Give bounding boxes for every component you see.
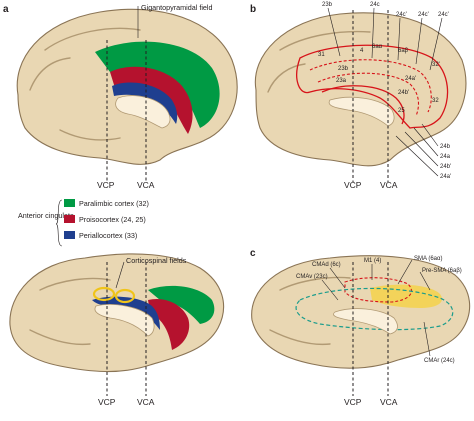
legend-swatch-paralimbic <box>64 199 75 207</box>
panel-c-vca-label: VCA <box>380 397 398 407</box>
legend-swatch-periallocortex <box>64 231 75 239</box>
panel-c-leader-cmav <box>321 279 339 301</box>
panel-b-brain <box>254 12 467 167</box>
panel-b-label-32-prime: 32' <box>432 62 440 68</box>
legend-group-label: Anterior cingulate <box>18 211 74 220</box>
panel-c-leader-pre-sma <box>419 271 431 291</box>
panel-c-label-cmav: CMAv (23c) <box>296 274 328 280</box>
panel-a-corticospinal-ellipse-2 <box>114 288 136 304</box>
panel-a-bottom: Corticospinal fields VCP VCA <box>9 253 225 407</box>
panel-a: a VCP VCA Gigantopyramidal field <box>3 3 238 190</box>
panel-c-cingulate-boundary <box>295 287 454 331</box>
panel-b-label-32: 32 <box>432 98 439 104</box>
panel-c-label-m1: M1 (4) <box>364 258 381 264</box>
panel-b-outer-boundary <box>296 44 449 129</box>
legend: Anterior cingulate Paralimbic cortex (32… <box>18 199 149 247</box>
panel-c-label-sma: SMA (6aα) <box>414 256 442 262</box>
legend-label-paralimbic: Paralimbic cortex (32) <box>79 199 149 208</box>
panel-a-periallocortex-region <box>112 82 178 124</box>
panel-b-mid-boundary-1 <box>309 59 432 113</box>
panel-a-gyrus-2 <box>29 57 71 91</box>
panel-a-bottom-proisocortex-region <box>148 298 190 350</box>
panel-b-top-label-24c-prime-1: 24c' <box>396 12 407 18</box>
panel-a-gyrus-3 <box>59 129 121 141</box>
panel-b-top-label-23b: 23b <box>322 2 333 8</box>
legend-item-paralimbic: Paralimbic cortex (32) <box>64 199 149 208</box>
panel-a-vcp-label: VCP <box>97 180 115 190</box>
panel-b-label-24a-prime: 24a' <box>405 76 416 82</box>
panel-c-leader-cmad <box>329 267 346 289</box>
panel-a-corticospinal-ellipse-1 <box>92 286 116 302</box>
panel-a-corpus-callosum <box>115 95 171 129</box>
legend-brace <box>55 199 63 247</box>
panel-b: b VCP VCA 23b 24c 24c' 24c' 24c' 31 23b … <box>250 2 467 190</box>
panel-b-label-6a-beta: 6aβ <box>398 48 409 54</box>
panel-c-label-cmad: CMAd (6c) <box>312 262 341 268</box>
caption-strip <box>0 410 474 421</box>
panel-b-label-31: 31 <box>318 52 325 58</box>
legend-swatch-proisocortex <box>64 215 75 223</box>
panel-a-corticospinal-leader <box>115 261 125 289</box>
panel-b-top-label-24c-prime-3: 24c' <box>438 12 449 18</box>
panel-b-vca-label: VCA <box>380 180 398 190</box>
panel-b-leader-24a-prime <box>395 135 439 177</box>
panel-a-bottom-corpus-callosum <box>94 304 155 337</box>
panel-b-label-6a-alpha: 6aα <box>372 44 383 50</box>
panel-b-side-label-24b-prime: 24b' <box>440 164 451 170</box>
panel-c: c VCP VCA CMAd (6c) M1 (4) SMA (6aα) Pre… <box>250 248 471 407</box>
panel-b-letter: b <box>250 4 256 15</box>
panel-c-leader-cmar <box>423 321 431 357</box>
panel-b-leader-23b <box>327 7 341 57</box>
panel-b-label-25: 25 <box>398 108 405 114</box>
panel-a-paralimbic-region <box>95 41 220 129</box>
panel-a-corticospinal-label: Corticospinal fields <box>126 256 187 265</box>
panel-b-leader-24c-prime-1 <box>397 17 401 61</box>
panel-c-label-pre-sma: Pre-SMA (6aβ) <box>422 268 462 274</box>
panel-b-label-4: 4 <box>360 48 364 54</box>
panel-c-m1-boundary <box>344 277 412 303</box>
panel-c-letter: c <box>250 248 256 259</box>
panel-b-top-label-24c-prime-2: 24c' <box>418 12 429 18</box>
panel-c-corpus-callosum <box>333 308 398 335</box>
panel-a-bottom-gyrus-2 <box>29 329 91 346</box>
panel-b-gyrus-2 <box>267 63 306 93</box>
panel-b-leader-24a <box>413 127 439 157</box>
panel-a-bottom-vca-label: VCA <box>137 397 155 407</box>
panel-c-label-cmar: CMAr (24c) <box>424 358 455 364</box>
panel-a-bottom-gyrus-1 <box>39 277 111 291</box>
panel-c-gyrus-1 <box>279 276 351 291</box>
panel-b-leader-24b <box>421 123 439 147</box>
panel-b-label-23a: 23a <box>336 78 347 84</box>
panel-b-leader-24c-prime-3 <box>429 17 443 71</box>
panel-a-bottom-paralimbic-region <box>148 285 215 324</box>
legend-item-proisocortex: Proisocortex (24, 25) <box>64 215 146 224</box>
panel-b-label-24b-prime: 24b' <box>398 90 409 96</box>
panel-b-leader-24b-prime <box>404 131 439 167</box>
panel-b-inner-boundary <box>321 85 405 125</box>
panel-b-leader-24c <box>371 7 375 59</box>
panel-c-gyrus-2 <box>269 329 331 346</box>
panel-b-top-label-24c: 24c <box>370 2 380 8</box>
legend-label-proisocortex: Proisocortex (24, 25) <box>79 215 146 224</box>
panel-b-side-label-24b: 24b <box>440 144 451 150</box>
panel-a-title: Gigantopyramidal field <box>141 3 213 12</box>
legend-item-periallocortex: Periallocortex (33) <box>64 231 137 240</box>
panel-b-side-label-24a: 24a <box>440 154 451 160</box>
panel-b-vcp-label: VCP <box>344 180 362 190</box>
panel-b-gyrus-1 <box>279 30 371 51</box>
panel-b-leader-24c-prime-2 <box>415 17 423 65</box>
panel-b-side-label-24a-prime: 24a' <box>440 174 451 180</box>
panel-a-vca-label: VCA <box>137 180 155 190</box>
panel-b-label-23b-inner: 23b <box>338 66 349 72</box>
panel-c-vcp-label: VCP <box>344 397 362 407</box>
panel-b-mid-boundary-2 <box>317 72 420 117</box>
legend-label-periallocortex: Periallocortex (33) <box>79 231 137 240</box>
panel-a-letter: a <box>3 4 9 15</box>
panel-a-gyrus-1 <box>44 27 141 51</box>
panel-c-leader-sma <box>397 259 413 285</box>
panel-a-bottom-vcp-label: VCP <box>98 397 116 407</box>
